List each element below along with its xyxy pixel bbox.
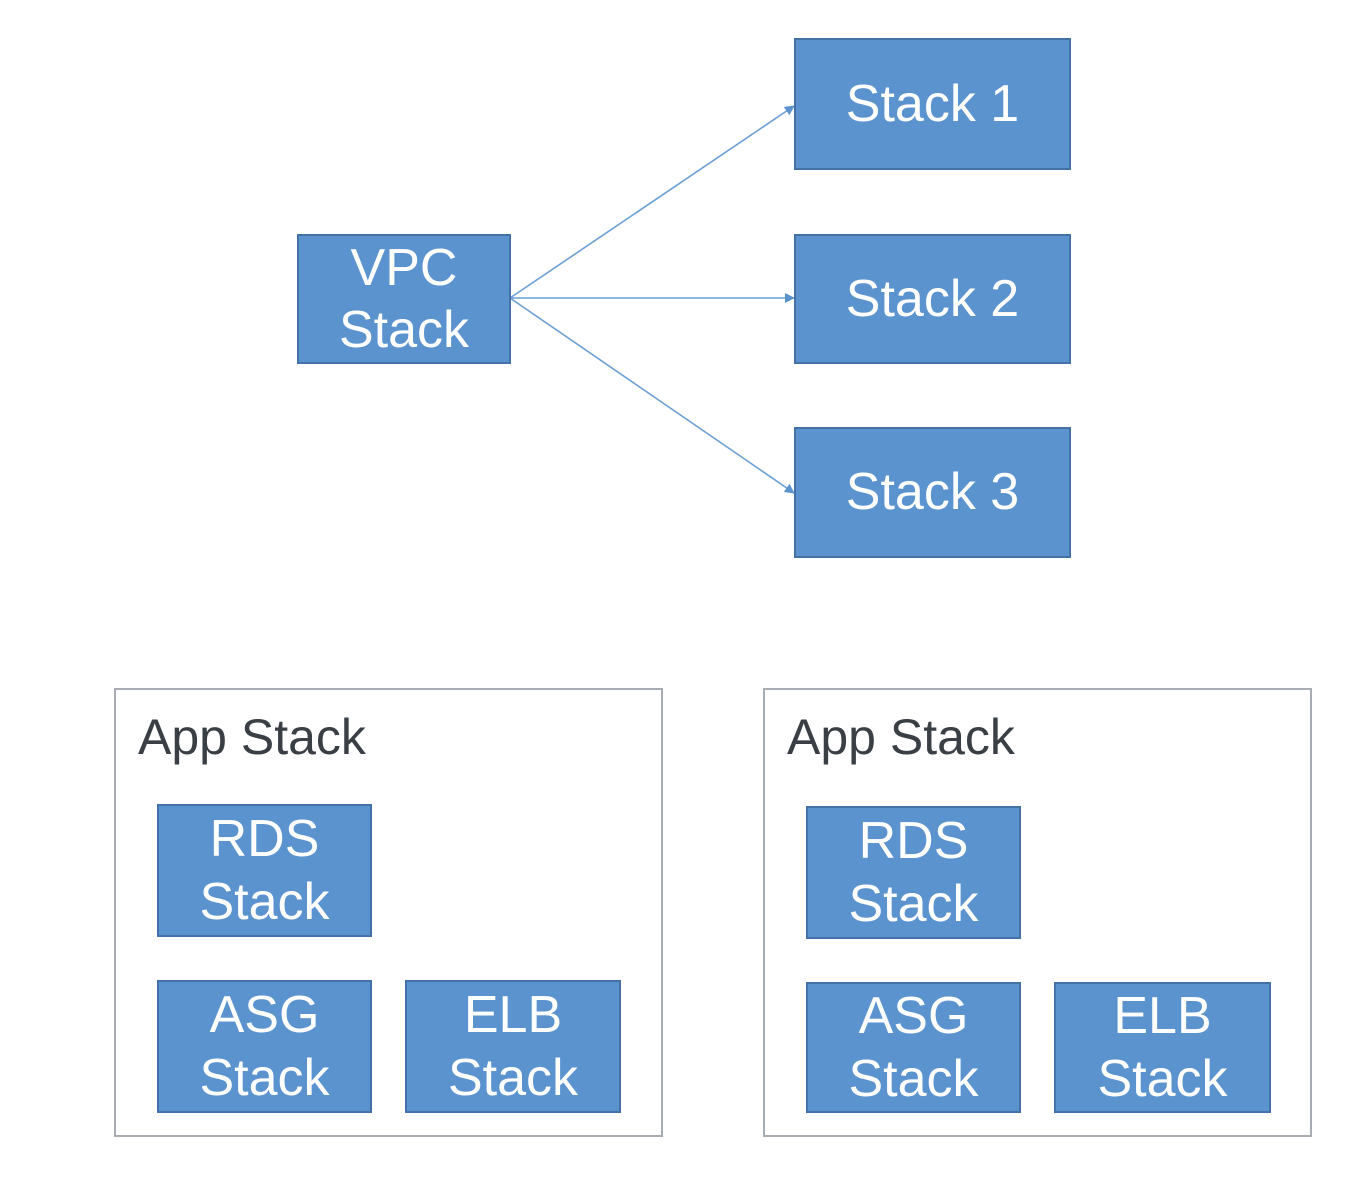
arrow-vpc-to-stack-1 (509, 105, 795, 299)
stack-3-label: Stack 3 (845, 463, 1020, 522)
vpc-stack-label-line2: Stack (338, 301, 470, 359)
group-2-asg-label-line1: ASG (858, 987, 969, 1046)
stack-3-box: Stack 3 (794, 427, 1071, 558)
stack-2-box: Stack 2 (794, 234, 1071, 364)
group-2-rds-label-line2: Stack (848, 874, 979, 933)
group-1-elb-label-line1: ELB (463, 986, 563, 1045)
vpc-stack-box: VPC Stack (297, 234, 511, 364)
group-1-asg-label-line2: Stack (199, 1048, 330, 1107)
group-2-rds-stack-box: RDS Stack (806, 806, 1021, 939)
group-2-asg-stack-box: ASG Stack (806, 982, 1021, 1113)
group-1-rds-stack-box: RDS Stack (157, 804, 372, 937)
group-1-asg-stack-box: ASG Stack (157, 980, 372, 1113)
group-1-rds-label-line2: Stack (199, 872, 330, 931)
group-2-elb-label-line2: Stack (1097, 1049, 1228, 1108)
app-stack-group-2-title: App Stack (787, 709, 1015, 765)
group-2-asg-label-line2: Stack (848, 1049, 979, 1108)
stack-1-box: Stack 1 (794, 38, 1071, 170)
group-1-elb-label-line2: Stack (447, 1048, 579, 1107)
stack-1-label: Stack 1 (845, 74, 1020, 133)
group-1-rds-label-line1: RDS (209, 810, 320, 869)
group-2-elb-stack-box: ELB Stack (1054, 982, 1271, 1113)
group-1-elb-stack-box: ELB Stack (405, 980, 621, 1113)
arrow-vpc-to-stack-3 (509, 297, 795, 494)
vpc-stack-label-line1: VPC (350, 238, 458, 297)
group-2-rds-label-line1: RDS (858, 812, 969, 871)
app-stack-group-1-title: App Stack (138, 709, 366, 765)
stack-2-label: Stack 2 (845, 269, 1020, 328)
group-1-asg-label-line1: ASG (209, 986, 320, 1045)
group-2-elb-label-line1: ELB (1113, 987, 1212, 1046)
